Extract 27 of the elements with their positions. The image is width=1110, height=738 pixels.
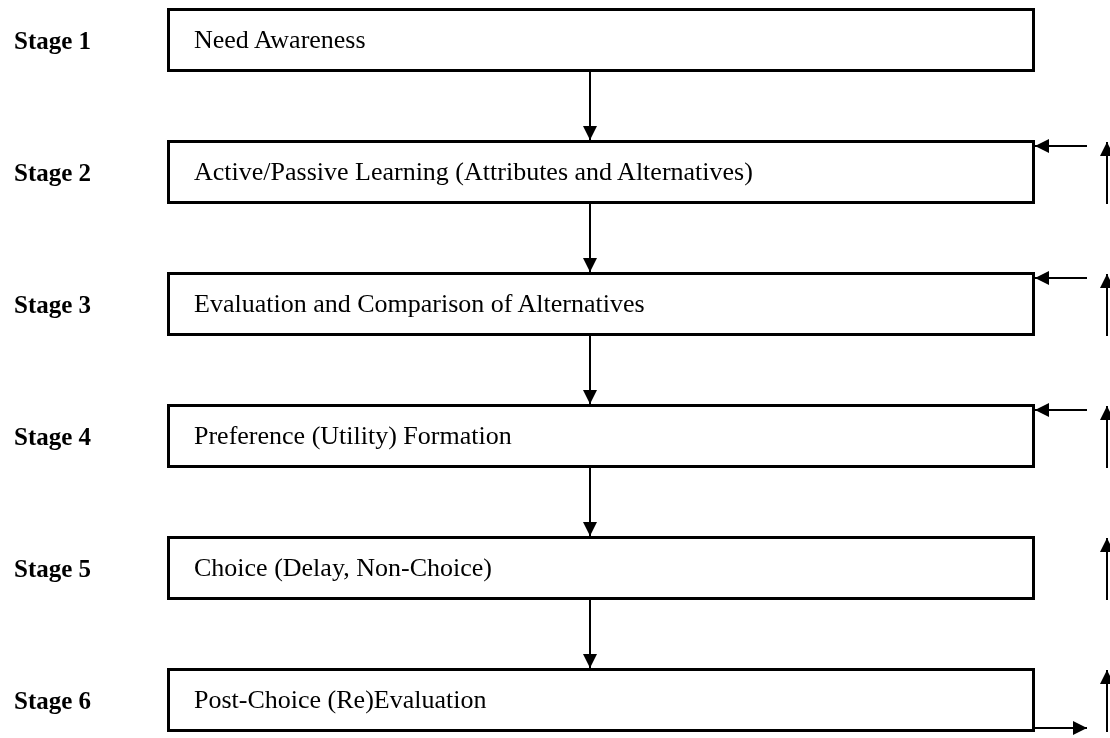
stage-label: Stage 3 [14, 292, 92, 317]
stage-text: Choice (Delay, Non-Choice) [194, 551, 492, 584]
arrow [1034, 139, 1088, 153]
arrow [583, 467, 597, 537]
process-box [167, 404, 1035, 468]
arrow [583, 71, 597, 141]
stage-text: Evaluation and Comparison of Alternatives [194, 287, 645, 320]
arrow [583, 335, 597, 405]
stage-label: Stage 4 [14, 424, 92, 449]
process-box [167, 536, 1035, 600]
process-box [167, 272, 1035, 336]
stage-text: Preference (Utility) Formation [194, 419, 512, 452]
arrow [1034, 271, 1088, 285]
process-box [167, 140, 1035, 204]
stage-text: Post-Choice (Re)Evaluation [194, 683, 487, 716]
stage-label: Stage 1 [14, 28, 92, 53]
stage-label: Stage 2 [14, 160, 92, 185]
arrow [583, 599, 597, 669]
arrow [1034, 721, 1088, 735]
arrow [1034, 403, 1088, 417]
stage-label: Stage 6 [14, 688, 92, 713]
stage-label: Stage 5 [14, 556, 92, 581]
stage-text: Need Awareness [194, 23, 366, 56]
process-box [167, 668, 1035, 732]
stage-text: Active/Passive Learning (Attributes and Alternatives) [194, 155, 753, 188]
process-box [167, 8, 1035, 72]
arrow [583, 203, 597, 273]
